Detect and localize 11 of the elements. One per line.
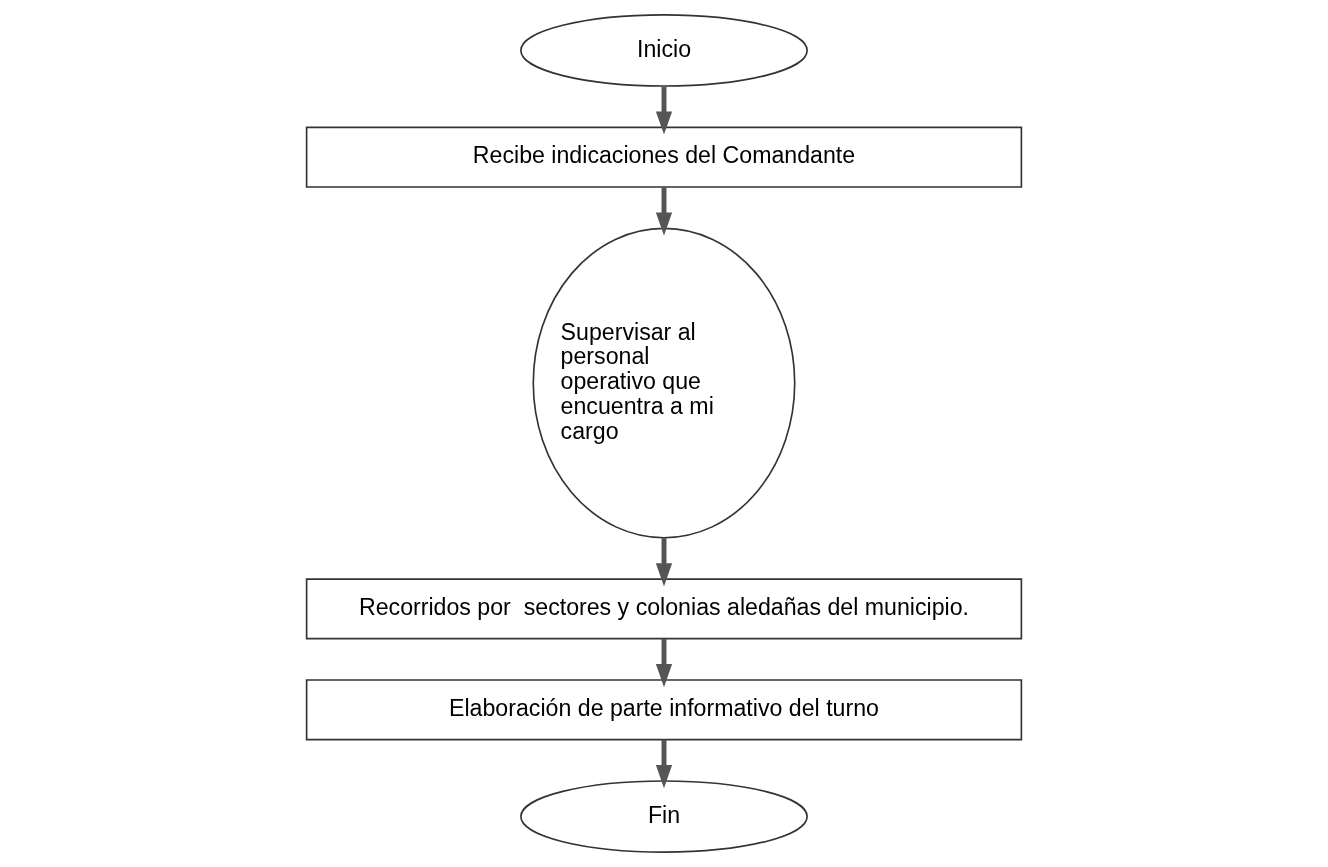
node-box: Recorridos por sectores y colonias aledañas del municipio.: [305, 578, 1023, 640]
node-ellipse: Fin: [520, 780, 808, 853]
node-box: Elaboración de parte informativo del turno: [305, 679, 1023, 741]
arrow: [655, 187, 673, 236]
node-ellipse: Supervisar al personal operativo que encuentra a mi cargo: [532, 227, 796, 539]
node-box: Recibe indicaciones del Comandante: [305, 126, 1023, 188]
node-ellipse: Inicio: [520, 14, 808, 87]
arrow: [655, 86, 673, 135]
arrow: [655, 739, 673, 789]
arrow: [655, 638, 673, 688]
arrow: [655, 538, 673, 587]
